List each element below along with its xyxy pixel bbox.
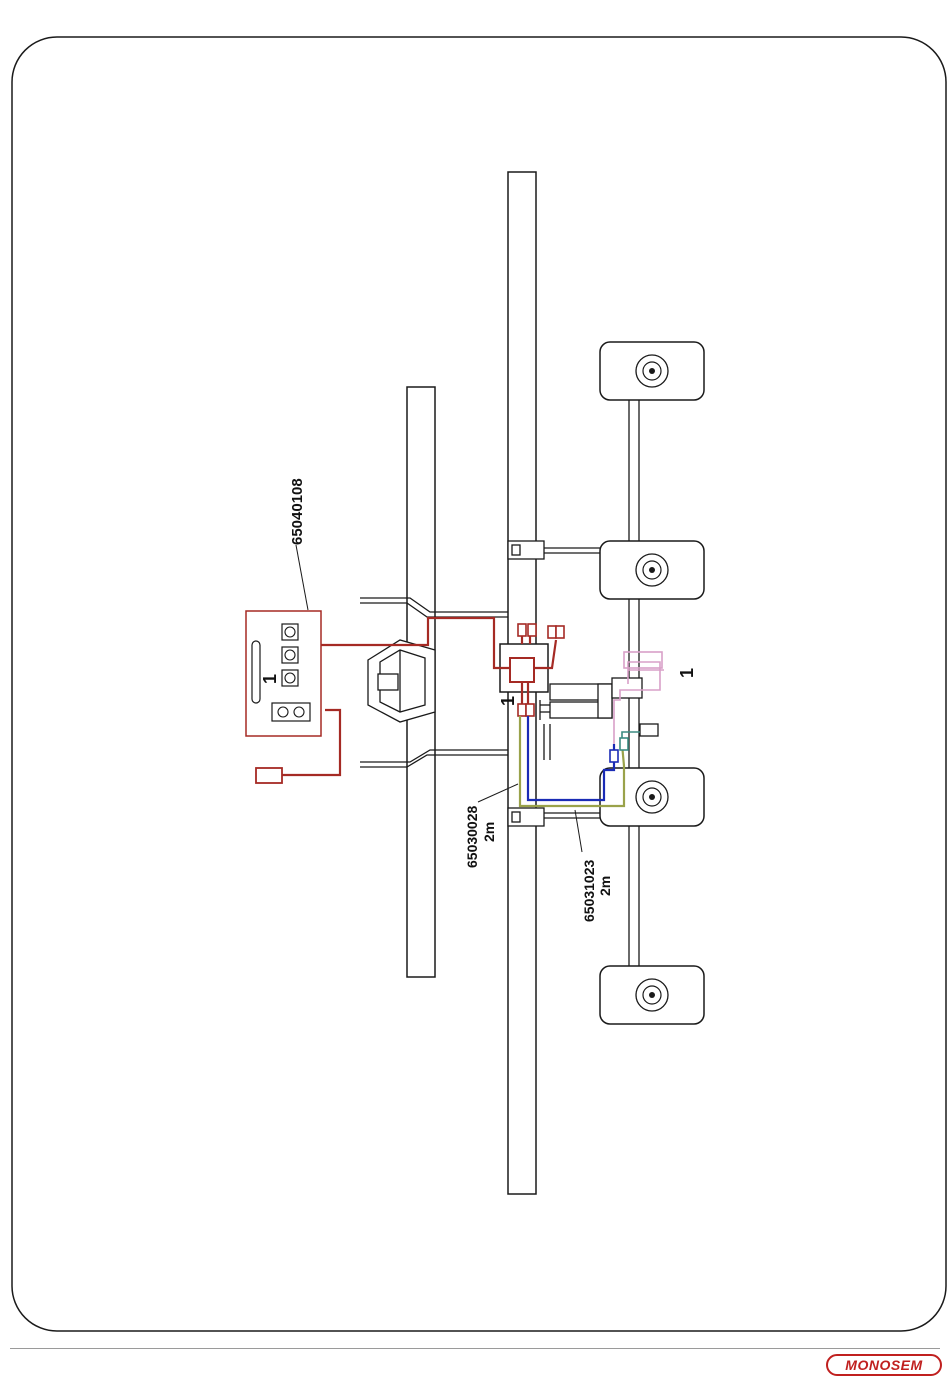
footer-divider (10, 1348, 940, 1349)
brand-logo: MONOSEM (826, 1354, 942, 1376)
junction-marker: 1 (498, 696, 518, 706)
cable-a-part-number: 65030028 (464, 805, 480, 868)
wheel-3 (600, 768, 704, 826)
page-frame (12, 37, 946, 1331)
cable-b-length: 2m (597, 876, 613, 896)
sensor-marker: 1 (677, 668, 697, 678)
wheel-1 (600, 342, 704, 400)
brand-logo-text: MONOSEM (845, 1357, 922, 1373)
control-box (246, 611, 321, 736)
console-marker: 1 (260, 674, 280, 684)
cable-a-length: 2m (481, 822, 497, 842)
cable-b-part-number: 65031023 (581, 859, 597, 922)
wheel-2 (600, 541, 704, 599)
power-plug (256, 768, 282, 783)
control-box-part-number: 65040108 (289, 478, 306, 545)
junction-module (510, 658, 534, 682)
wheel-4 (600, 966, 704, 1024)
